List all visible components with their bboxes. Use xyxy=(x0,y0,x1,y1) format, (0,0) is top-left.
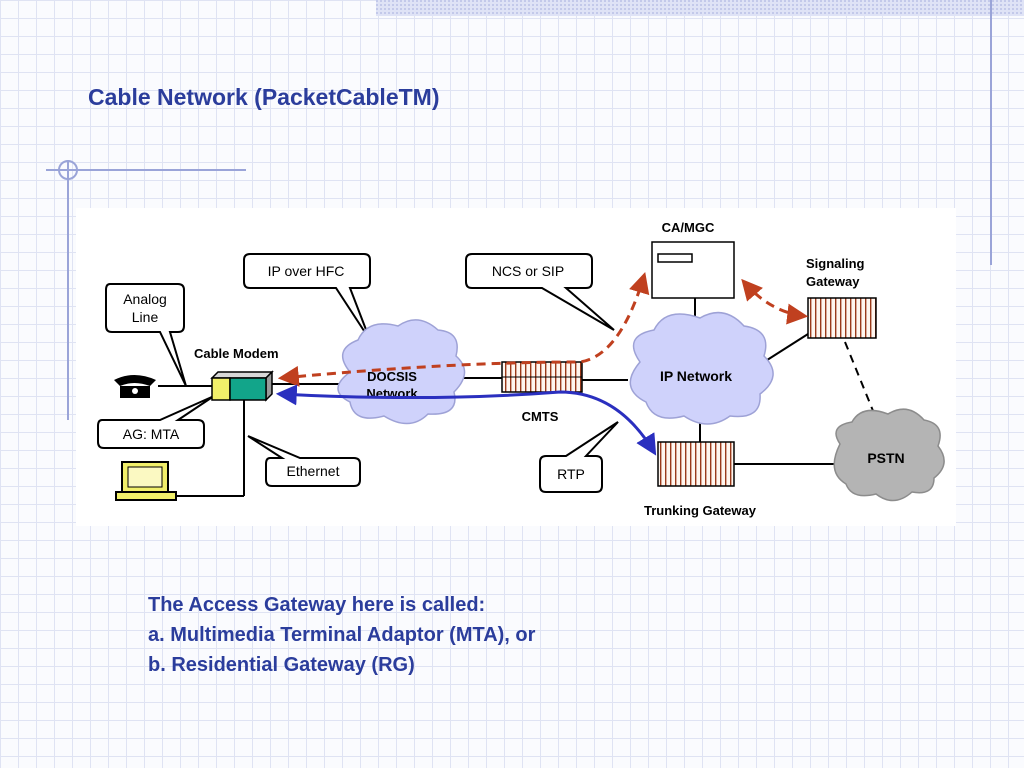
trunking-gateway-device xyxy=(657,441,735,487)
ip-network-cloud: IP Network xyxy=(629,311,774,425)
computer-icon xyxy=(115,461,177,501)
signaling-gateway-device xyxy=(807,297,877,339)
ca-mgc-label: CA/MGC xyxy=(662,220,715,235)
signaling-gateway-label-2: Gateway xyxy=(806,274,860,289)
cmts-device xyxy=(501,361,583,393)
callout-ip-over-hfc: IP over HFC xyxy=(243,253,371,341)
trunking-gateway-label: Trunking Gateway xyxy=(644,503,757,518)
analog-line-label-2: Line xyxy=(132,309,159,325)
cmts-label: CMTS xyxy=(522,409,559,424)
media-path-arrow xyxy=(275,384,657,456)
rtp-label: RTP xyxy=(557,466,585,482)
callout-ethernet: Ethernet xyxy=(247,435,361,487)
ethernet-label: Ethernet xyxy=(287,463,340,479)
signaling-path-arrow xyxy=(277,271,650,387)
callout-analog-line: Analog Line xyxy=(105,283,187,387)
body-line-1: The Access Gateway here is called: xyxy=(148,594,486,616)
callout-rtp: RTP xyxy=(539,421,619,493)
cable-modem-device xyxy=(210,370,274,402)
signaling-gateway-label-1: Signaling xyxy=(806,256,865,271)
pstn-label: PSTN xyxy=(867,450,904,466)
body-text: The Access Gateway here is called: a. Mu… xyxy=(148,590,535,680)
body-line-3: b. Residential Gateway (RG) xyxy=(148,654,415,676)
ip-over-hfc-label: IP over HFC xyxy=(268,263,345,279)
dotted-header-band xyxy=(376,0,1024,16)
signaling-gateway-arrow xyxy=(741,278,809,325)
phone-icon xyxy=(114,375,156,398)
callout-ag-mta: AG: MTA xyxy=(97,395,215,449)
ipnet-to-siggw-line xyxy=(763,333,809,363)
rule-ring xyxy=(58,160,78,180)
slide-title: Cable Network (PacketCableTM) xyxy=(88,84,440,110)
ncs-sip-label: NCS or SIP xyxy=(492,263,564,279)
pstn-cloud: PSTN xyxy=(833,408,945,502)
ip-network-label: IP Network xyxy=(660,368,732,384)
analog-line-label-1: Analog xyxy=(123,291,167,307)
cable-modem-label: Cable Modem xyxy=(194,346,279,361)
ca-mgc-device xyxy=(651,241,735,299)
body-line-2: a. Multimedia Terminal Adaptor (MTA), or xyxy=(148,624,536,646)
ag-mta-label: AG: MTA xyxy=(123,426,180,442)
callout-ncs-sip: NCS or SIP xyxy=(465,253,615,331)
